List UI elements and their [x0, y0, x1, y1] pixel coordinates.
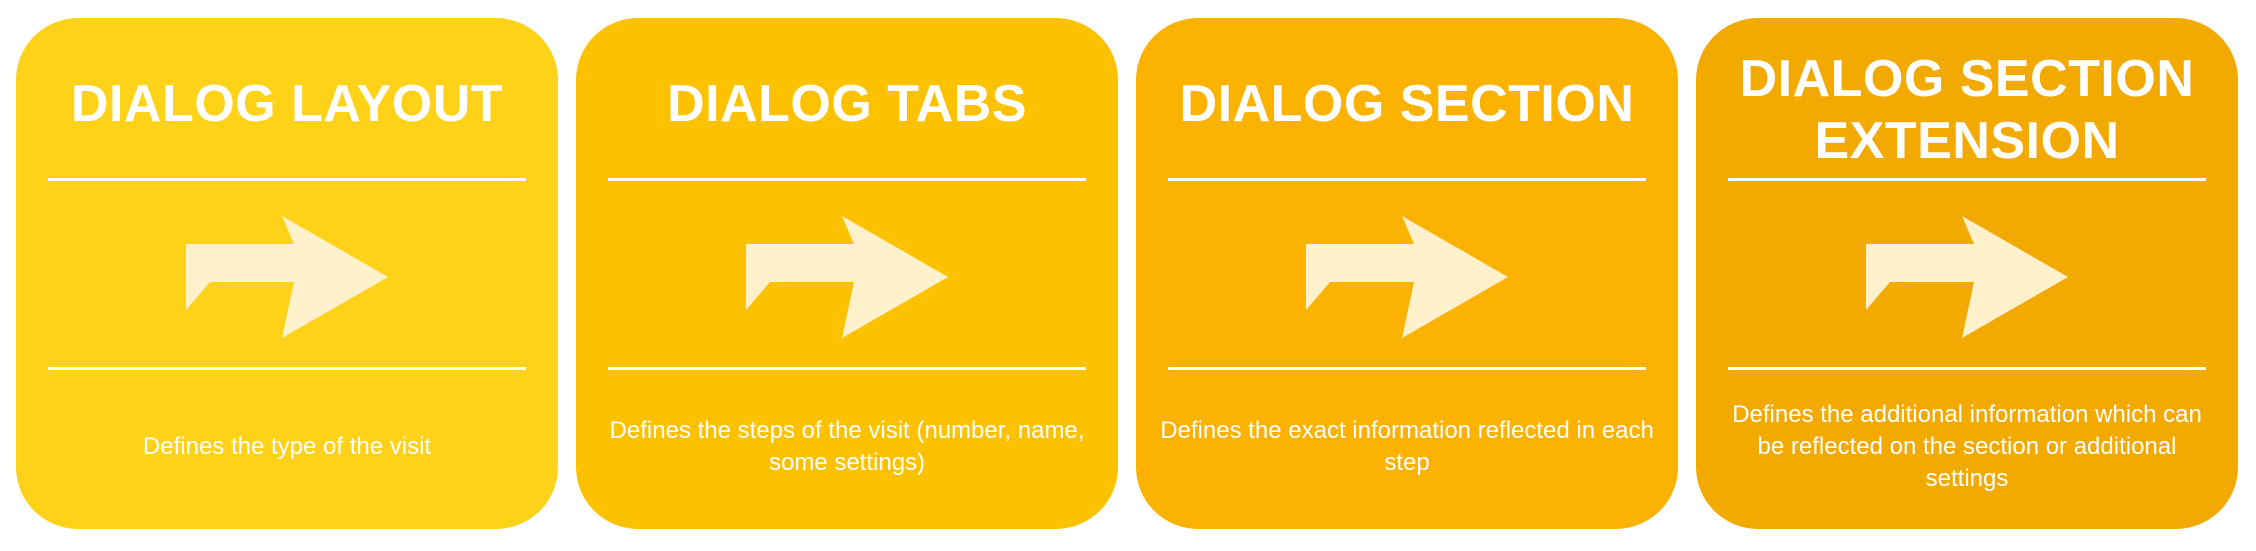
card-dialog-tabs: DIALOG TABS Defines the steps of the vis…	[576, 18, 1118, 529]
card-title: DIALOG LAYOUT	[70, 75, 504, 133]
divider-bottom	[608, 367, 1086, 370]
divider-top	[1728, 178, 2206, 181]
divider-top	[1168, 178, 1646, 181]
card-description: Defines the additional information which…	[1732, 401, 2202, 492]
right-arrow-icon	[1306, 216, 1508, 338]
divider-top	[48, 178, 526, 181]
card-dialog-section-extension: DIALOG SECTION EXTENSION Defines the add…	[1696, 18, 2238, 529]
divider-bottom	[1728, 367, 2206, 370]
right-arrow-icon	[186, 216, 388, 338]
card-description: Defines the exact information reflected …	[1160, 417, 1654, 476]
card-title: DIALOG SECTION	[1179, 75, 1635, 133]
right-arrow-icon	[746, 216, 948, 338]
divider-bottom	[1168, 367, 1646, 370]
card-dialog-layout: DIALOG LAYOUT Defines the type of the vi…	[16, 18, 558, 529]
divider-bottom	[48, 367, 526, 370]
card-description: Defines the type of the visit	[142, 433, 432, 460]
divider-top	[608, 178, 1086, 181]
card-description: Defines the steps of the visit (number, …	[609, 417, 1085, 476]
card-dialog-section: DIALOG SECTION Defines the exact informa…	[1136, 18, 1678, 529]
right-arrow-icon	[1866, 216, 2068, 338]
card-title: DIALOG TABS	[667, 75, 1027, 133]
card-title: DIALOG SECTION EXTENSION	[1739, 50, 2195, 170]
